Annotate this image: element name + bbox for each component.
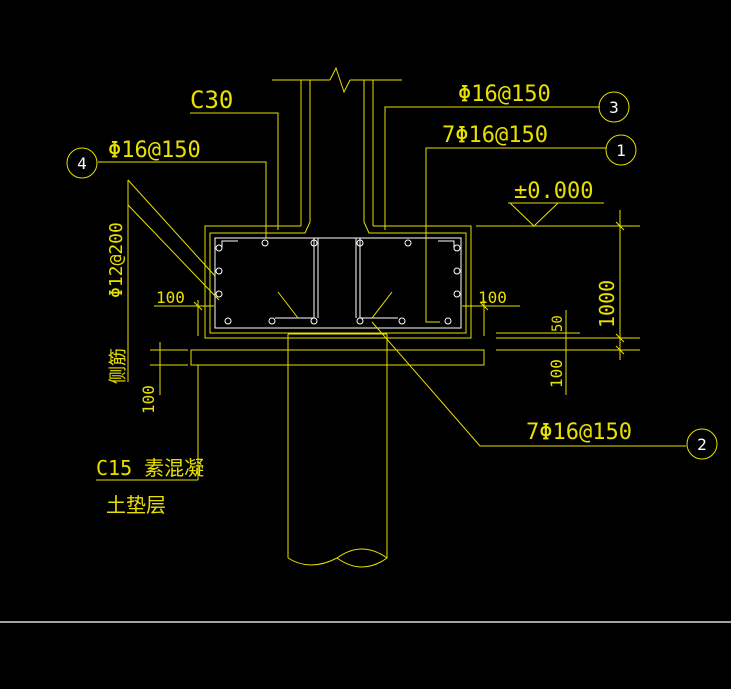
label-elevation: ±0.000: [514, 179, 593, 204]
label-left-callout: Φ16@150: [108, 138, 201, 163]
label-top-callout-right: 7Φ16@150: [442, 123, 548, 148]
marker-2: 2: [686, 428, 718, 460]
label-cushion-line2: 土垫层: [106, 493, 166, 517]
dimensions: [150, 210, 640, 395]
label-side-rebar-spacing: Φ12@200: [106, 222, 127, 298]
rebar-dots: [215, 239, 461, 325]
label-side-rebar-name: 侧筋: [108, 348, 129, 384]
dim-left-bottom-100: 100: [139, 385, 158, 414]
label-cushion-line1: C15 素混凝: [96, 456, 204, 480]
svg-text:1: 1: [616, 141, 626, 160]
dim-height-1000: 1000: [595, 280, 619, 328]
svg-text:2: 2: [697, 435, 707, 454]
marker-3: 3: [598, 91, 630, 123]
stirrup-cage: [214, 237, 462, 329]
cushion-layer: [190, 349, 485, 366]
dim-left-100: 100: [156, 288, 185, 307]
pile-cap: [204, 221, 472, 339]
svg-text:4: 4: [77, 154, 87, 173]
label-top-callout: Φ16@150: [458, 82, 551, 107]
elevation-symbol: [508, 202, 604, 227]
dim-bottom-100: 100: [547, 359, 566, 388]
dim-50: 50: [550, 315, 566, 332]
marker-1: 1: [605, 134, 637, 166]
svg-text:3: 3: [609, 98, 619, 117]
leaders: [96, 106, 686, 481]
column: [272, 66, 402, 226]
dim-right-100: 100: [478, 288, 507, 307]
column-rebar: [275, 238, 398, 319]
label-concrete-grade: C30: [190, 86, 233, 114]
marker-4: 4: [66, 147, 98, 179]
label-bottom-callout: 7Φ16@150: [526, 420, 632, 445]
pile: [287, 333, 388, 568]
